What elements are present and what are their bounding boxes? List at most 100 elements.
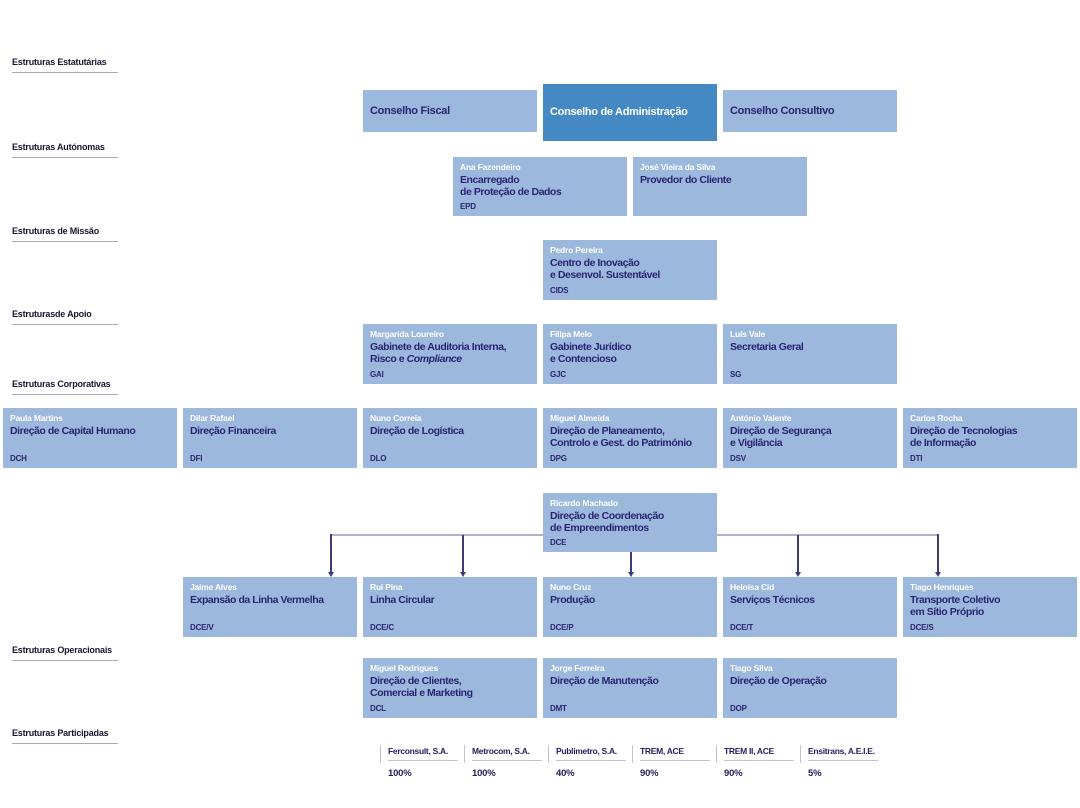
unit-acronym: DPG: [550, 454, 567, 463]
unit-title: Gabinete de Auditoria Interna,Risco e Co…: [370, 341, 507, 366]
company-rule: [388, 760, 458, 761]
section-label-missao: Estruturas de Missão: [12, 226, 118, 242]
unit-acronym: GAI: [370, 370, 384, 379]
unit-holder-name: Carlos Rocha: [910, 413, 963, 423]
company-cell-trem-ii: TREM II, ACE 90%: [716, 744, 800, 779]
unit-holder-name: Ana Fazendeiro: [460, 162, 521, 172]
unit-title: Encarregado de Proteção de Dados: [460, 174, 562, 199]
unit-holder-name: José Vieira da Silva: [640, 162, 716, 172]
company-rule: [472, 760, 542, 761]
org-box-dce-v: Jaime Alves Expansão da Linha Vermelha D…: [183, 577, 357, 637]
unit-holder-name: Pedro Pereira: [550, 245, 603, 255]
unit-holder-name: António Valente: [730, 413, 792, 423]
unit-acronym: DCE/C: [370, 623, 394, 632]
company-share: 90%: [724, 768, 743, 779]
connector-line: [630, 552, 632, 572]
company-cell-metrocom: Metrocom, S.A. 100%: [464, 744, 548, 779]
org-box-dsv: António Valente Direção de Segurança e V…: [723, 408, 897, 468]
section-label-autonomas: Estruturas Autónomas: [12, 142, 118, 158]
org-box-dop: Tiago Silva Direção de Operação DOP: [723, 658, 897, 718]
section-label-operacionais: Estruturas Operacionais: [12, 645, 118, 661]
connector-line: [330, 534, 544, 536]
unit-acronym: DCE: [550, 538, 567, 547]
unit-title: Conselho Fiscal: [370, 104, 450, 117]
unit-acronym: DSV: [730, 454, 746, 463]
unit-holder-name: Jaime Alves: [190, 582, 237, 592]
company-name: TREM II, ACE: [724, 746, 774, 756]
unit-holder-name: Jorge Ferreira: [550, 663, 605, 673]
company-rule: [556, 760, 626, 761]
unit-holder-name: Nuno Correia: [370, 413, 422, 423]
unit-acronym: DTI: [910, 454, 923, 463]
unit-acronym: DCH: [10, 454, 27, 463]
unit-acronym: DLO: [370, 454, 387, 463]
org-box-gai: Margarida Loureiro Gabinete de Auditoria…: [363, 324, 537, 384]
unit-acronym: DCE/V: [190, 623, 214, 632]
org-box-dce-t: Heloísa Cid Serviços Técnicos DCE/T: [723, 577, 897, 637]
unit-holder-name: Luís Vale: [730, 329, 766, 339]
org-box-dch: Paula Martins Direção de Capital Humano …: [3, 408, 177, 468]
unit-acronym: DOP: [730, 704, 747, 713]
unit-title: Linha Circular: [370, 594, 435, 606]
company-cell-ferconsult: Ferconsult, S.A. 100%: [380, 744, 464, 779]
company-cell-trem: TREM, ACE 90%: [632, 744, 716, 779]
unit-title: Direção de Manutenção: [550, 675, 659, 687]
org-box-provedor-cliente: José Vieira da Silva Provedor do Cliente: [633, 157, 807, 216]
connector-line: [797, 535, 799, 572]
unit-acronym: DCE/T: [730, 623, 754, 632]
org-box-cids: Pedro Pereira Centro de Inovação e Desen…: [543, 240, 717, 300]
connector-line: [462, 535, 464, 572]
arrow-down-icon: [328, 572, 334, 577]
unit-holder-name: Miguel Rodrigues: [370, 663, 439, 673]
org-box-dce-c: Rui Pina Linha Circular DCE/C: [363, 577, 537, 637]
company-share: 100%: [388, 768, 412, 779]
unit-title: Transporte Coletivo em Sítio Próprio: [910, 594, 1001, 619]
company-share: 40%: [556, 768, 575, 779]
unit-acronym: DCE/P: [550, 623, 574, 632]
section-label-estatutarias: Estruturas Estatutárias: [12, 57, 118, 73]
org-box-dlo: Nuno Correia Direção de Logística DLO: [363, 408, 537, 468]
company-name: TREM, ACE: [640, 746, 684, 756]
unit-title: Direção de Coordenação de Empreendimento…: [550, 510, 664, 535]
unit-acronym: SG: [730, 370, 742, 379]
company-cell-publimetro: Publimetro, S.A. 40%: [548, 744, 632, 779]
org-box-epd: Ana Fazendeiro Encarregado de Proteção d…: [453, 157, 627, 216]
arrow-down-icon: [628, 572, 634, 577]
arrow-down-icon: [795, 572, 801, 577]
org-box-conselho-administracao: Conselho de Administração: [543, 84, 717, 141]
unit-acronym: DMT: [550, 704, 567, 713]
unit-title: Direção de Tecnologias de Informação: [910, 425, 1018, 450]
connector-line: [716, 534, 938, 536]
org-box-dpg: Miguel Almeida Direção de Planeamento, C…: [543, 408, 717, 468]
unit-title: Provedor do Cliente: [640, 174, 732, 186]
unit-title: Direção de Capital Humano: [10, 425, 136, 437]
org-box-gjc: Filipa Melo Gabinete Jurídico e Contenci…: [543, 324, 717, 384]
unit-acronym: CIDS: [550, 286, 569, 295]
org-box-dfi: Dilar Rafael Direção Financeira DFI: [183, 408, 357, 468]
company-rule: [640, 760, 710, 761]
org-box-dcl: Miguel Rodrigues Direção de Clientes, Co…: [363, 658, 537, 718]
unit-holder-name: Rui Pina: [370, 582, 403, 592]
unit-holder-name: Nuno Cruz: [550, 582, 592, 592]
unit-acronym: DCL: [370, 704, 386, 713]
company-share: 90%: [640, 768, 659, 779]
company-rule: [724, 760, 794, 761]
unit-holder-name: Margarida Loureiro: [370, 329, 444, 339]
company-name: Metrocom, S.A.: [472, 746, 530, 756]
section-label-apoio: Estruturasde Apoio: [12, 309, 118, 325]
unit-title: Direção de Segurança e Vigilância: [730, 425, 832, 450]
org-box-sg: Luís Vale Secretaria Geral SG: [723, 324, 897, 384]
unit-title: Conselho de Administração: [550, 106, 688, 119]
unit-acronym: EPD: [460, 202, 476, 211]
org-box-dce: Ricardo Machado Direção de Coordenação d…: [543, 493, 717, 552]
unit-title: Direção de Clientes, Comercial e Marketi…: [370, 675, 473, 700]
company-share: 100%: [472, 768, 496, 779]
unit-title: Serviços Técnicos: [730, 594, 815, 606]
unit-holder-name: Tiago Silva: [730, 663, 773, 673]
company-share: 5%: [808, 768, 822, 779]
org-box-conselho-consultivo: Conselho Consultivo: [723, 90, 897, 132]
unit-title: Direção de Planeamento, Controlo e Gest.…: [550, 425, 692, 450]
section-label-corporativas: Estruturas Corporativas: [12, 379, 118, 395]
unit-title: Direção de Logística: [370, 425, 464, 437]
org-box-conselho-fiscal: Conselho Fiscal: [363, 90, 537, 132]
